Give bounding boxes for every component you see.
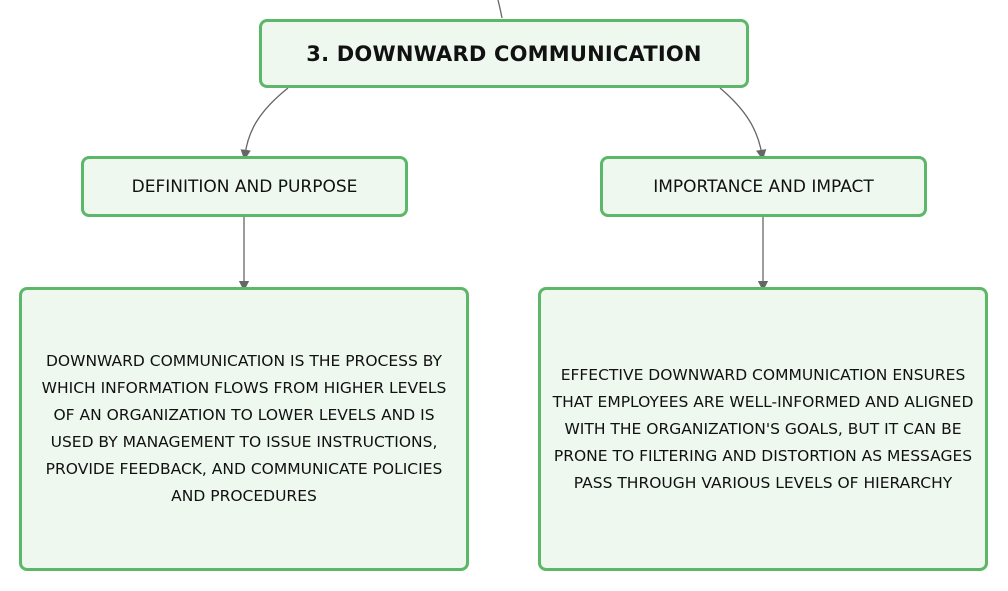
detail-node-text: DOWNWARD COMMUNICATION IS THE PROCESS BY…: [41, 352, 447, 505]
detail-node-text: EFFECTIVE DOWNWARD COMMUNICATION ENSURES…: [552, 365, 974, 492]
branch-node-label: IMPORTANCE AND IMPACT: [653, 176, 874, 197]
branch-node-importance[interactable]: IMPORTANCE AND IMPACT: [600, 156, 927, 217]
detail-node-importance[interactable]: EFFECTIVE DOWNWARD COMMUNICATION ENSURES…: [538, 287, 988, 571]
connector-root-to-definition: [240, 87, 289, 161]
root-node-title: 3. DOWNWARD COMMUNICATION: [306, 41, 702, 66]
root-node[interactable]: 3. DOWNWARD COMMUNICATION: [259, 19, 749, 88]
detail-node-definition[interactable]: DOWNWARD COMMUNICATION IS THE PROCESS BY…: [19, 287, 469, 571]
connector-root-to-importance: [719, 87, 767, 161]
branch-node-definition[interactable]: DEFINITION AND PURPOSE: [81, 156, 408, 217]
connector-incoming: [497, 0, 503, 19]
branch-node-label: DEFINITION AND PURPOSE: [131, 176, 358, 197]
